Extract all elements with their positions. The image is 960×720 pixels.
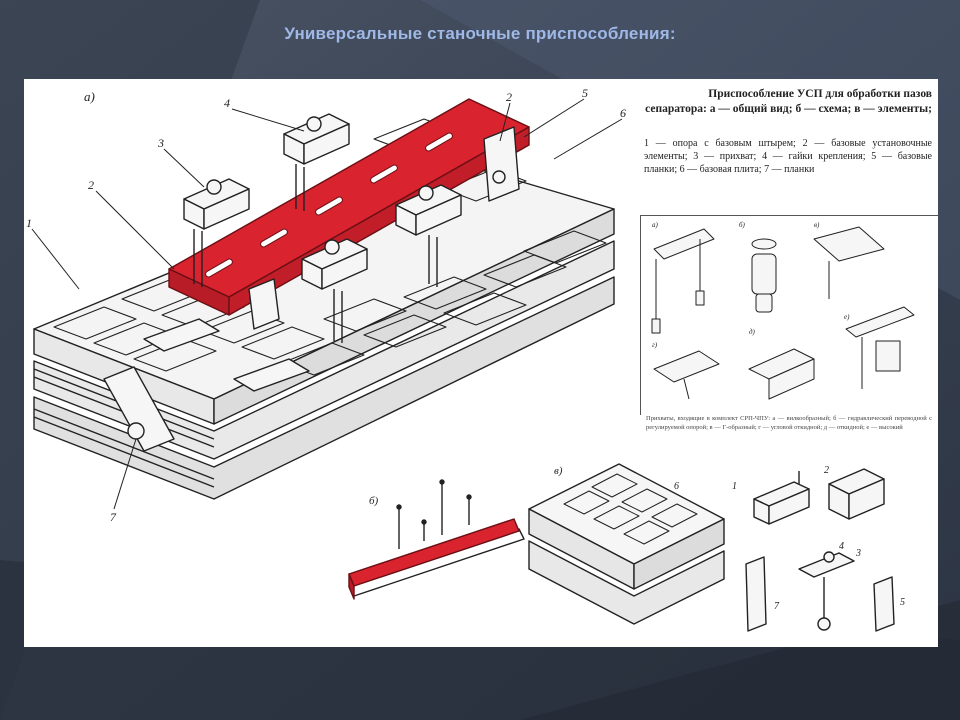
callout-1: 1 bbox=[26, 216, 32, 230]
callout-2a: 2 bbox=[88, 178, 94, 192]
panel-label-elements: в) bbox=[554, 465, 563, 477]
elements-drawing bbox=[528, 463, 895, 632]
callout-3: 3 bbox=[157, 136, 164, 150]
scheme-drawing bbox=[348, 479, 525, 600]
base-plate-drawing bbox=[33, 118, 615, 500]
figure-legend: 1 — опора с базовым штырем; 2 — базовые … bbox=[644, 138, 932, 175]
element-callout-3: 3 bbox=[855, 548, 861, 559]
element-callout-6: 6 bbox=[674, 481, 679, 492]
clamp-set-drawings bbox=[651, 226, 915, 400]
element-callout-2: 2 bbox=[824, 465, 829, 476]
panel-sub-e: д) bbox=[749, 328, 756, 336]
panel-sub-c: в) bbox=[814, 221, 820, 229]
figure-plate: 1 2 3 4 2 5 6 7 а) б) в) а) б) в) г) д) … bbox=[24, 79, 938, 647]
panel-sub-a: а) bbox=[652, 221, 659, 229]
callout-5: 5 bbox=[582, 86, 588, 100]
supports-drawing bbox=[103, 126, 520, 452]
clamp-set-caption: Прихваты, входящие в комплект СРП-ЧПУ: а… bbox=[646, 415, 932, 431]
element-callout-7: 7 bbox=[774, 601, 780, 612]
element-callout-4: 4 bbox=[839, 541, 844, 552]
panel-label-scheme: б) bbox=[369, 495, 379, 507]
panel-sub-b: б) bbox=[739, 221, 746, 229]
callout-7: 7 bbox=[110, 510, 117, 524]
caption-divider-v bbox=[640, 215, 641, 415]
figure-drawing: 1 2 3 4 2 5 6 7 а) б) в) а) б) в) г) д) … bbox=[26, 86, 915, 632]
callout-2b: 2 bbox=[506, 90, 512, 104]
clamps-drawing bbox=[183, 113, 462, 343]
slide-title: Универсальные станочные приспособления: bbox=[284, 24, 676, 43]
panel-sub-f: е) bbox=[844, 313, 850, 321]
figure-caption-title: Приспособление УСП для обработки пазов с… bbox=[645, 88, 932, 115]
element-callout-1: 1 bbox=[732, 481, 737, 492]
panel-sub-d: г) bbox=[652, 341, 658, 349]
caption-divider-h bbox=[640, 215, 938, 216]
callout-6: 6 bbox=[620, 106, 626, 120]
panel-label-main: а) bbox=[84, 89, 95, 104]
element-callout-5: 5 bbox=[900, 597, 905, 608]
callout-4: 4 bbox=[224, 96, 230, 110]
